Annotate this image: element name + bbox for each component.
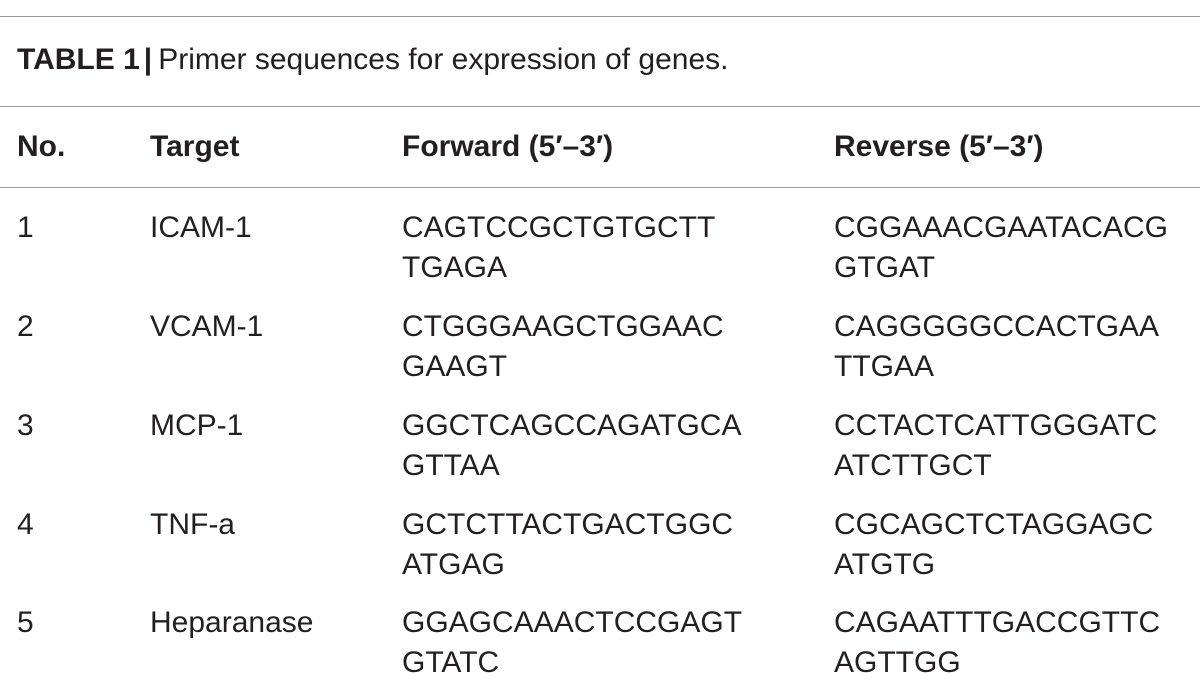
caption-separator: | <box>143 43 153 76</box>
reverse-primer: CAGGGGGCCACTGAA TTGAA <box>834 307 1159 387</box>
sequence-line: CAGTCCGCTGTGCTT <box>402 211 716 244</box>
table-caption: TABLE 1|Primer sequences for expression … <box>17 40 729 80</box>
sequence-line: GCTCTTACTGACTGGC <box>402 508 734 541</box>
row-target: Heparanase <box>150 606 314 639</box>
forward-primer: GCTCTTACTGACTGGC ATGAG <box>402 505 733 585</box>
sequence-line: GTTAA <box>402 449 500 482</box>
row-number: 1 <box>17 211 34 244</box>
sequence-line: CGCAGCTCTAGGAGC <box>834 508 1154 541</box>
sequence-line: AGTTGG <box>834 646 961 679</box>
header-rule <box>0 187 1200 188</box>
table-label: TABLE 1 <box>17 43 140 76</box>
sequence-line: TGAGA <box>402 251 508 284</box>
sequence-line: CAGAATTTGACCGTTC <box>834 606 1161 639</box>
sequence-line: GTGAT <box>834 251 936 284</box>
header-reverse: Reverse (5′–3′) <box>834 130 1044 163</box>
header-no: No. <box>17 130 66 163</box>
reverse-primer: CAGAATTTGACCGTTC AGTTGG <box>834 603 1160 683</box>
sequence-line: TTGAA <box>834 350 935 383</box>
row-number: 5 <box>17 606 34 639</box>
row-number: 2 <box>17 310 34 343</box>
reverse-primer: CGCAGCTCTAGGAGC ATGTG <box>834 505 1153 585</box>
sequence-line: GGCTCAGCCAGATGCA <box>402 409 742 442</box>
caption-text: Primer sequences for expression of genes… <box>158 43 729 76</box>
sequence-line: CTGGGAAGCTGGAAC <box>402 310 724 343</box>
caption-rule <box>0 106 1200 107</box>
forward-primer: CAGTCCGCTGTGCTT TGAGA <box>402 208 715 288</box>
reverse-primer: CCTACTCATTGGGATC ATCTTGCT <box>834 406 1157 486</box>
sequence-line: ATGAG <box>402 548 505 581</box>
reverse-primer: CGGAAACGAATACACG GTGAT <box>834 208 1168 288</box>
sequence-line: GGAGCAAACTCCGAGT <box>402 606 743 639</box>
forward-primer: GGCTCAGCCAGATGCA GTTAA <box>402 406 741 486</box>
row-number: 4 <box>17 508 34 541</box>
row-target: MCP-1 <box>150 409 244 442</box>
header-target: Target <box>150 130 240 163</box>
forward-primer: GGAGCAAACTCCGAGT GTATC <box>402 603 742 683</box>
sequence-line: ATCTTGCT <box>834 449 992 482</box>
sequence-line: CAGGGGGCCACTGAA <box>834 310 1160 343</box>
row-target: TNF-a <box>150 508 235 541</box>
header-forward: Forward (5′–3′) <box>402 130 614 163</box>
row-target: ICAM-1 <box>150 211 252 244</box>
top-rule <box>0 16 1200 17</box>
sequence-line: CCTACTCATTGGGATC <box>834 409 1158 442</box>
sequence-line: CGGAAACGAATACACG <box>834 211 1168 244</box>
forward-primer: CTGGGAAGCTGGAAC GAAGT <box>402 307 724 387</box>
row-number: 3 <box>17 409 34 442</box>
row-target: VCAM-1 <box>150 310 264 343</box>
sequence-line: GAAGT <box>402 350 508 383</box>
sequence-line: ATGTG <box>834 548 936 581</box>
sequence-line: GTATC <box>402 646 500 679</box>
